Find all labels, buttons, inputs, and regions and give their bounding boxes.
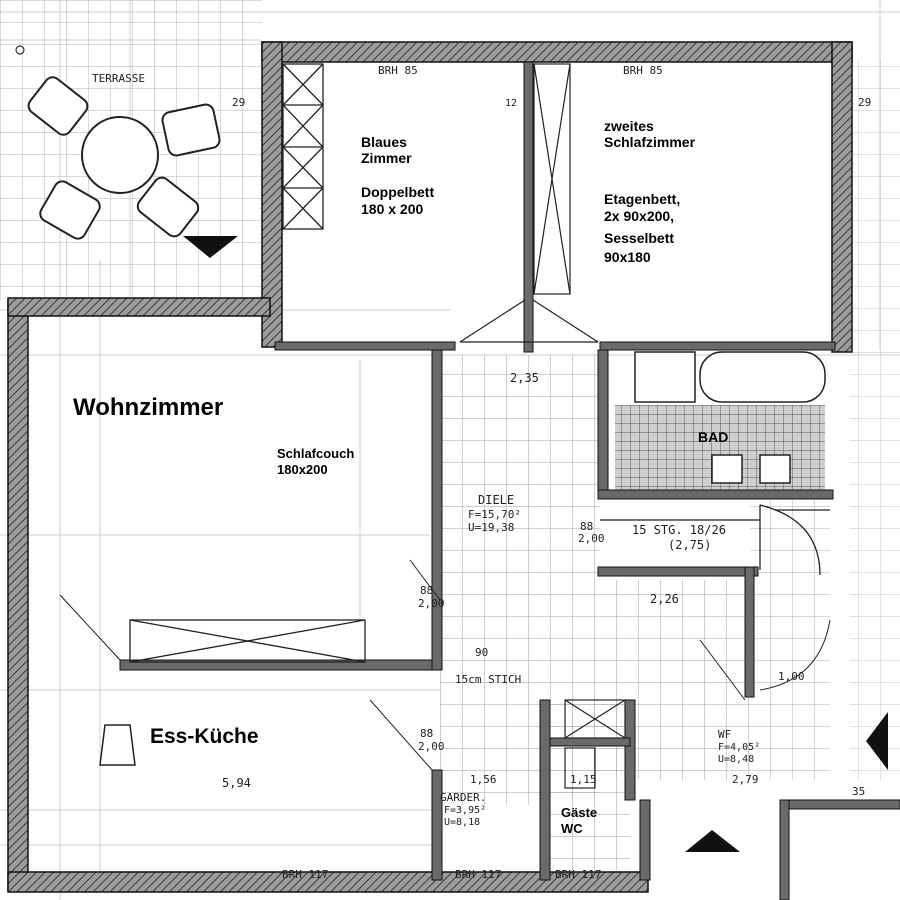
annot-dim-200b: 2,00	[418, 597, 445, 610]
interior-walls	[119, 61, 900, 900]
label-zweites-2: Schlafzimmer	[604, 134, 696, 150]
annot-brh-left: BRH 85	[378, 64, 418, 77]
label-wohnzimmer: Wohnzimmer	[73, 394, 223, 421]
sideboard	[129, 619, 366, 663]
label-ess-kueche: Ess-Küche	[150, 725, 259, 748]
annot-diele-u: U=19,38	[468, 521, 514, 534]
annot-wf-f: F=4,05²	[718, 742, 760, 753]
annot-stairs: 15 STG. 18/26	[632, 523, 726, 537]
annot-dim-156: 1,56	[470, 773, 497, 786]
label-zweites-bed-3: Sesselbett	[604, 230, 674, 246]
annot-wf-u: U=8,48	[718, 754, 754, 765]
terrace-furniture	[27, 76, 221, 240]
annot-dim-100: 1,00	[778, 670, 805, 683]
annot-garder: GARDER.	[440, 791, 486, 804]
annot-dim-200c: 2,00	[418, 740, 445, 753]
annot-garder-f: F=3,95²	[444, 805, 486, 816]
annot-dim-235: 2,35	[510, 371, 539, 385]
label-zweites-bed-2: 2x 90x200,	[604, 208, 674, 224]
annot-dim-279: 2,79	[732, 773, 759, 786]
lamp-icon	[99, 724, 136, 766]
annot-wf: WF	[718, 728, 731, 741]
up-arrow-icon	[685, 830, 740, 852]
label-bad: BAD	[698, 429, 728, 445]
annot-terrasse: TERRASSE	[92, 72, 145, 85]
staircase	[600, 504, 830, 576]
annot-dim-90: 90	[475, 646, 488, 659]
annot-diele: DIELE	[478, 493, 514, 507]
annot-dim-88b: 88	[420, 584, 433, 597]
annot-brh-right: BRH 85	[623, 64, 663, 77]
label-blaues-1: Blaues	[361, 134, 407, 150]
annot-brh-bottom-1: BRH 117	[282, 868, 328, 881]
annot-garder-u: U=8,18	[444, 817, 480, 828]
terrace-arrow-icon	[183, 236, 238, 258]
label-zweites-bed-1: Etagenbett,	[604, 191, 680, 207]
annot-dim-29b: 29	[858, 96, 871, 109]
annot-brh-bottom-3: BRH 117	[555, 868, 601, 881]
annot-stairs-2: (2,75)	[668, 538, 711, 552]
annot-dim-29a: 29	[232, 96, 245, 109]
label-gaeste-1: Gäste	[561, 805, 597, 820]
annot-dim-594: 5,94	[222, 776, 251, 790]
exterior-walls	[7, 41, 853, 893]
annot-stich: 15cm STICH	[455, 673, 521, 686]
label-gaeste-2: WC	[561, 821, 583, 836]
bathtub	[634, 351, 826, 403]
label-blaues-bed-2: 180 x 200	[361, 201, 423, 217]
wardrobe	[282, 63, 324, 230]
label-blaues-2: Zimmer	[361, 150, 412, 166]
annot-dim-115: 1,15	[570, 773, 597, 786]
annot-dim-226: 2,26	[650, 592, 679, 606]
label-schlafcouch-2: 180x200	[277, 462, 328, 477]
annot-brh-bottom-2: BRH 117	[455, 868, 501, 881]
label-blaues-bed-1: Doppelbett	[361, 184, 434, 200]
annot-dim-88c: 88	[420, 727, 433, 740]
annot-dim-12: 12	[505, 98, 517, 109]
annot-dim-88a: 88	[580, 520, 593, 533]
annot-dim-35: 35	[852, 785, 865, 798]
annot-dim-200a: 2,00	[578, 532, 605, 545]
label-zweites-1: zweites	[604, 118, 654, 134]
annot-diele-f: F=15,70²	[468, 508, 521, 521]
label-schlafcouch-1: Schlafcouch	[277, 446, 354, 461]
label-zweites-bed-4: 90x180	[604, 249, 651, 265]
